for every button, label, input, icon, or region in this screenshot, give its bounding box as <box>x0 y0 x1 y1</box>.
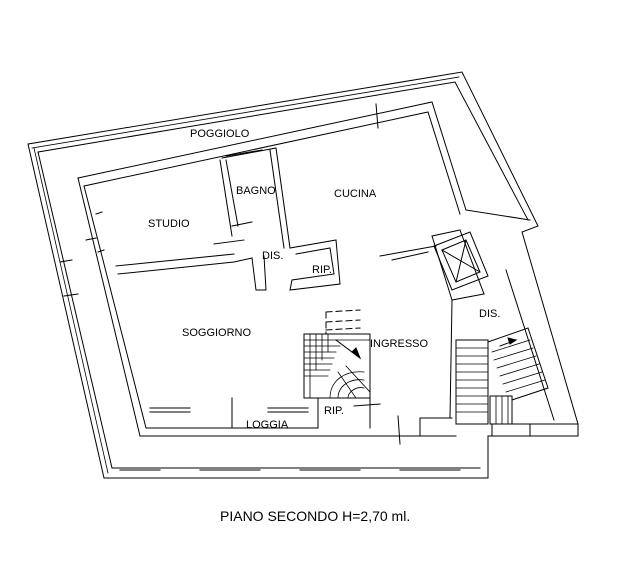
label-cucina: CUCINA <box>334 188 377 200</box>
balcony-windows <box>59 259 461 471</box>
outer-balcony-outline <box>27 71 579 479</box>
bathroom-partitions <box>213 147 291 249</box>
label-dis-1: DIS. <box>262 250 283 262</box>
main-staircase <box>303 309 371 399</box>
rip-closet <box>289 239 437 291</box>
floor-plan: POGGIOLO BAGNO CUCINA STUDIO DIS. RIP. S… <box>27 71 579 479</box>
label-soggiorno: SOGGIORNO <box>182 327 252 339</box>
label-poggiolo: POGGIOLO <box>190 128 250 140</box>
lower-rip-walls <box>317 299 453 445</box>
label-rip-1: RIP. <box>312 264 332 276</box>
shaft <box>433 231 489 291</box>
plan-caption: PIANO SECONDO H=2,70 ml. <box>220 508 411 524</box>
secondary-staircase <box>455 327 549 437</box>
label-rip-2: RIP. <box>324 405 344 417</box>
label-ingresso: INGRESSO <box>370 338 429 350</box>
loggia-openings <box>145 397 319 429</box>
label-studio: STUDIO <box>148 218 190 230</box>
label-bagno: BAGNO <box>236 185 276 197</box>
kitchen-lines <box>375 103 485 301</box>
label-loggia: LOGGIA <box>246 419 289 431</box>
studio-soggiorno-wall <box>85 211 267 291</box>
label-dis-2: DIS. <box>479 308 500 320</box>
